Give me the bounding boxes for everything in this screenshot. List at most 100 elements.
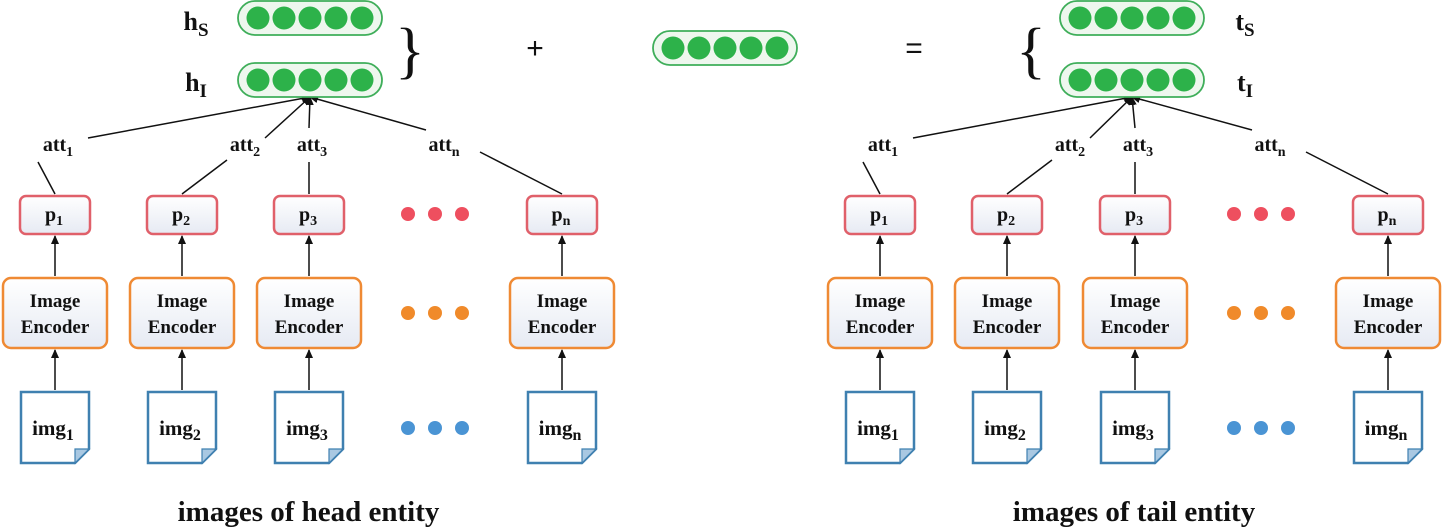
tail-ellipsis-dots-blue (1227, 421, 1241, 435)
head-vector-S-dot (298, 6, 322, 30)
head-encoder-label-line2: Encoder (528, 317, 597, 338)
tail-p-label-2: p2 (997, 204, 1015, 229)
relation-vector-dot (765, 36, 789, 60)
tail-ellipsis-dots-orange (1227, 306, 1241, 320)
tail-attention-line (862, 161, 881, 195)
tail-image-label-3: img3 (1112, 416, 1154, 444)
tail-encoder-label-line1: Image (1110, 291, 1161, 312)
head-encoder-label-line2: Encoder (21, 317, 90, 338)
tail-encoder-label-line1: Image (855, 291, 906, 312)
head-vector-S-dot (350, 6, 374, 30)
tail-encoder-label-line2: Encoder (973, 317, 1042, 338)
tail-image-encoder-2 (953, 276, 1061, 350)
tail-encoder-label-line1: Image (982, 291, 1033, 312)
head-attention-line (87, 94, 311, 139)
head-p-label-n: pn (552, 204, 571, 229)
page-fold-icon (1407, 448, 1424, 465)
head-encoder-label-line1: Image (537, 291, 588, 312)
head-p-label-1: p1 (45, 204, 63, 229)
head-vector-S-dot (246, 6, 270, 30)
tail-attention-line (912, 94, 1133, 139)
head-ellipsis-dots-orange (401, 306, 415, 320)
tail-attention-label-3: att3 (1123, 134, 1153, 160)
tail-encoder-label-line2: Encoder (846, 317, 915, 338)
page-fold-icon (899, 448, 916, 465)
tail-attention-line (1006, 159, 1053, 195)
page-fold-icon (328, 448, 345, 465)
tail-p-box-3 (1098, 194, 1172, 236)
tail-p-label-1: p1 (870, 204, 888, 229)
tail-vector-I-dot (1094, 68, 1118, 92)
head-vector-top-label: hS (183, 7, 208, 41)
head-vector-S-dot (272, 6, 296, 30)
head-vector-I-dot (272, 68, 296, 92)
tail-operator: = (905, 32, 923, 65)
head-encoder-label-line2: Encoder (148, 317, 217, 338)
head-p-label-2: p2 (172, 204, 190, 229)
tail-attention-label-2: att2 (1055, 134, 1085, 160)
tail-p-box-1 (843, 194, 917, 236)
tail-vector-I-dot (1146, 68, 1170, 92)
tail-attention-label-n: attn (1254, 134, 1285, 160)
tail-image-encoder-1 (826, 276, 934, 350)
tail-image-encoder-n (1334, 276, 1442, 350)
head-attention-label-1: att1 (43, 134, 73, 160)
tail-vector-I-dot (1120, 68, 1144, 92)
tail-vector-top-label: tS (1235, 7, 1254, 41)
head-vector-I-dot (350, 68, 374, 92)
tail-attention-line (1305, 151, 1389, 195)
head-image-label-1: img1 (32, 416, 74, 444)
page-fold-icon (74, 448, 91, 465)
head-ellipsis-dots-blue (401, 421, 415, 435)
tail-encoder-label-line1: Image (1363, 291, 1414, 312)
tail-vector-S-dot (1068, 6, 1092, 30)
tail-p-box-n (1351, 194, 1425, 236)
tail-ellipsis-dots-orange (1281, 306, 1295, 320)
tail-image-label-2: img2 (984, 416, 1026, 444)
tail-image-encoder-3 (1081, 276, 1189, 350)
head-attention-label-2: att2 (230, 134, 260, 160)
page-fold-icon (581, 448, 598, 465)
head-attention-line (479, 151, 563, 195)
head-p-box-3 (272, 194, 346, 236)
head-vector-S-dot (324, 6, 348, 30)
head-ellipsis-dots-red (428, 207, 442, 221)
tail-encoder-label-line2: Encoder (1354, 317, 1423, 338)
head-image-label-2: img2 (159, 416, 201, 444)
tail-ellipsis-dots-blue (1281, 421, 1295, 435)
tail-p-label-3: p3 (1125, 204, 1143, 229)
head-caption: images of head entity (178, 496, 440, 528)
head-vector-bottom-label: hI (185, 68, 207, 102)
head-ellipsis-dots-blue (428, 421, 442, 435)
tail-ellipsis-dots-red (1227, 207, 1241, 221)
head-ellipsis-dots-red (455, 207, 469, 221)
tail-attention-line (1089, 96, 1133, 139)
relation-vector-dot (739, 36, 763, 60)
tail-image-label-1: img1 (857, 416, 899, 444)
tail-attention-line (1128, 96, 1137, 129)
head-attention-line (264, 96, 311, 139)
head-attention-line (37, 161, 56, 195)
tail-ellipsis-dots-red (1281, 207, 1295, 221)
tail-p-box-2 (970, 194, 1044, 236)
head-encoder-label-line1: Image (284, 291, 335, 312)
relation-vector-dot (661, 36, 685, 60)
tail-ellipsis-dots-orange (1254, 306, 1268, 320)
head-image-label-3: img3 (286, 416, 328, 444)
head-p-label-3: p3 (299, 204, 317, 229)
tail-vector-S-dot (1172, 6, 1196, 30)
relation-vector-dot (713, 36, 737, 60)
head-vector-I-dot (324, 68, 348, 92)
head-ellipsis-dots-blue (455, 421, 469, 435)
head-attention-line (305, 96, 314, 129)
tail-encoder-label-line2: Encoder (1101, 317, 1170, 338)
tail-vector-S-dot (1120, 6, 1144, 30)
head-image-encoder-n (508, 276, 616, 350)
page-fold-icon (201, 448, 218, 465)
head-p-box-1 (18, 194, 92, 236)
tail-vector-bottom-label: tI (1237, 68, 1253, 102)
head-vector-I-dot (298, 68, 322, 92)
head-attention-line (309, 95, 427, 131)
